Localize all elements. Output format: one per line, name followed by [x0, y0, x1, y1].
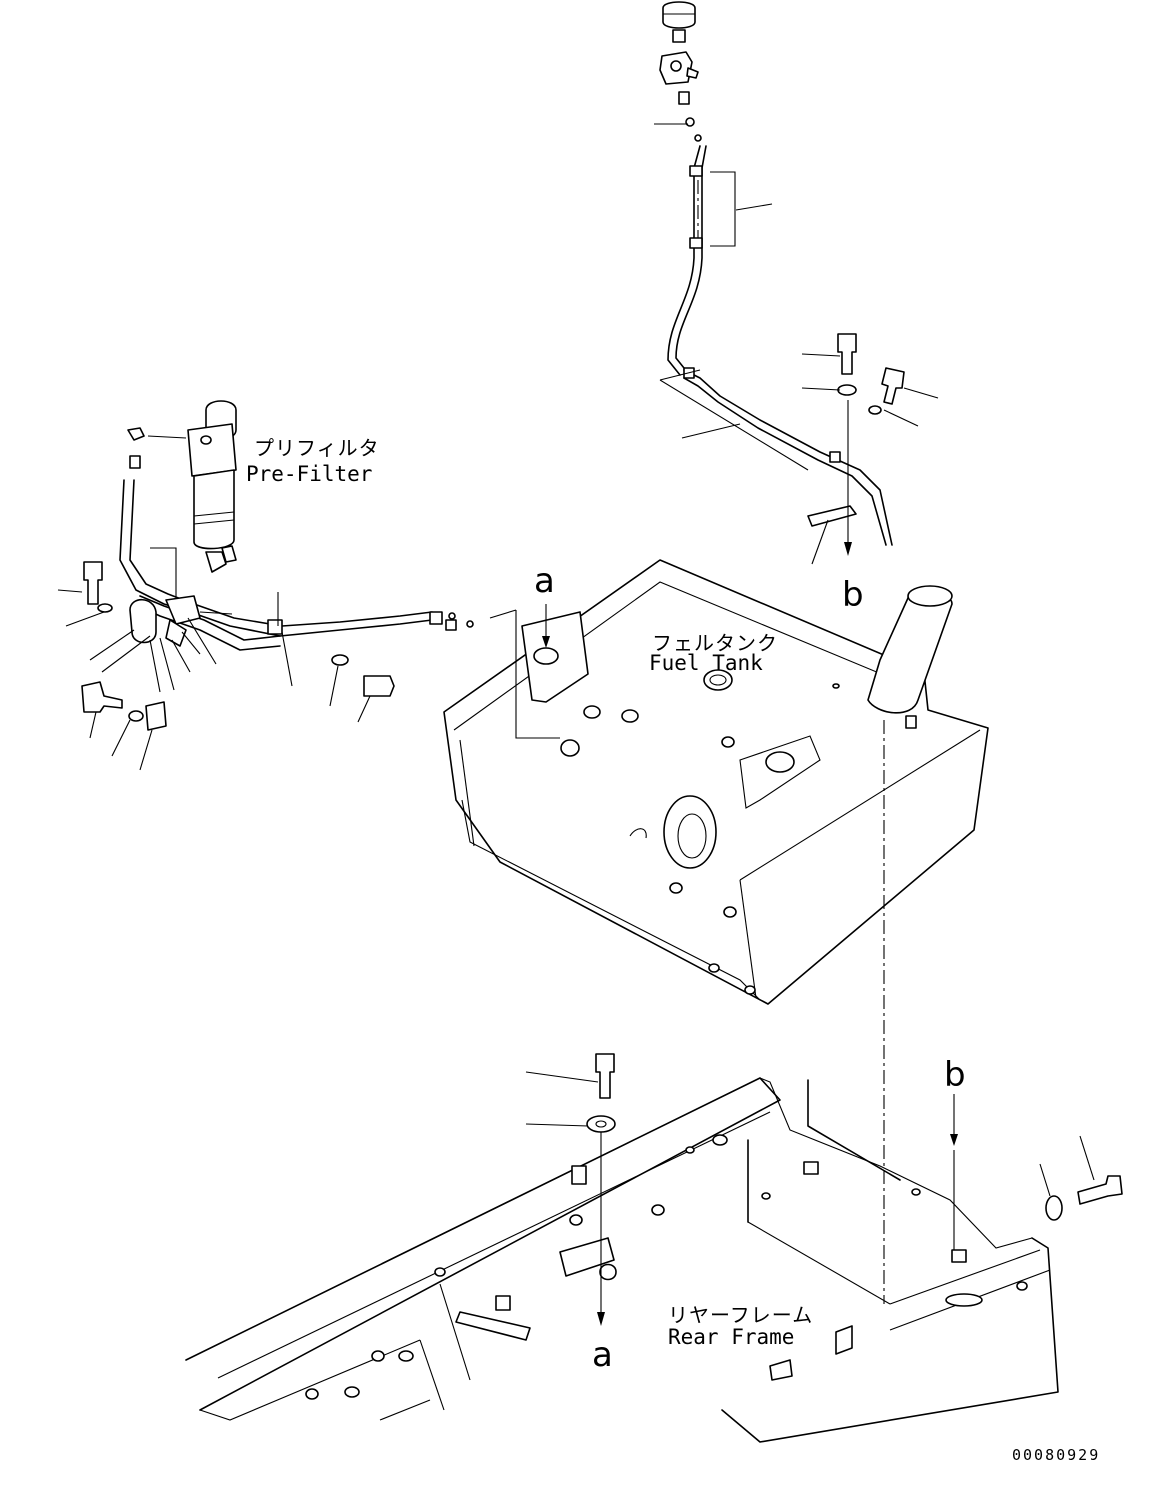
- fueltank-label-jp: フェルタンク: [652, 631, 778, 655]
- rear-frame: [185, 1053, 1123, 1443]
- pre-filter-assembly: [81, 400, 474, 731]
- leader-lines-right: [654, 123, 939, 565]
- callout-a-bottom: a: [592, 1335, 613, 1375]
- callout-b-top: b: [842, 575, 864, 615]
- drawing-number: 00080929: [1012, 1446, 1100, 1464]
- labels: プリフィルタ Pre-Filter フェルタンク Fuel Tank リヤーフレ…: [246, 436, 1100, 1464]
- callout-a-top: a: [534, 561, 555, 601]
- rearframe-label-jp: リヤーフレーム: [668, 1303, 813, 1327]
- prefilter-label-en: Pre-Filter: [246, 462, 372, 486]
- fuel-tank: [443, 559, 989, 1005]
- rearframe-label-en: Rear Frame: [668, 1325, 794, 1349]
- leader-lines-left: [57, 589, 560, 771]
- callout-b-right: b: [944, 1055, 966, 1095]
- breather-hose-assembly: [659, 1, 905, 556]
- prefilter-label-jp: プリフィルタ: [254, 436, 380, 460]
- fueltank-label-en: Fuel Tank: [649, 651, 763, 675]
